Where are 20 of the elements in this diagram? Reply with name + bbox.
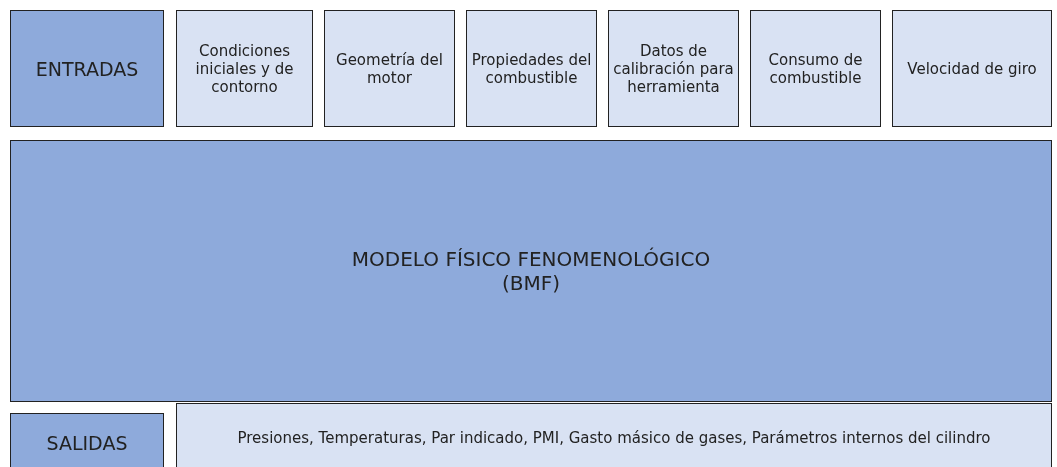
section-title: ENTRADAS (35, 57, 139, 80)
header-box (10, 10, 164, 127)
input-box (324, 10, 455, 127)
box-text: Consumo de combustible (767, 50, 864, 87)
box-text: Condiciones iniciales y de contorno (194, 41, 295, 96)
input-box (466, 10, 597, 127)
input-box (608, 10, 739, 127)
box-text: Velocidad de giro (907, 59, 1037, 78)
output-box (176, 403, 1052, 467)
model-title: MODELO FÍSICO FENOMENOLÓGICO (BMF) (350, 247, 712, 295)
header-box (10, 413, 164, 467)
input-box (176, 10, 313, 127)
input-box (892, 10, 1052, 127)
box-text: Propiedades del combustible (471, 50, 592, 87)
model-box (10, 140, 1052, 402)
box-text: Presiones, Temperaturas, Par indicado, PMI, Gasto másico de gases, Parámetros internos del cilindro (237, 429, 991, 447)
box-text: Geometría del motor (335, 50, 444, 87)
section-title: SALIDAS (46, 432, 128, 454)
input-box (750, 10, 881, 127)
box-text: Datos de calibración para herramienta (613, 41, 734, 96)
